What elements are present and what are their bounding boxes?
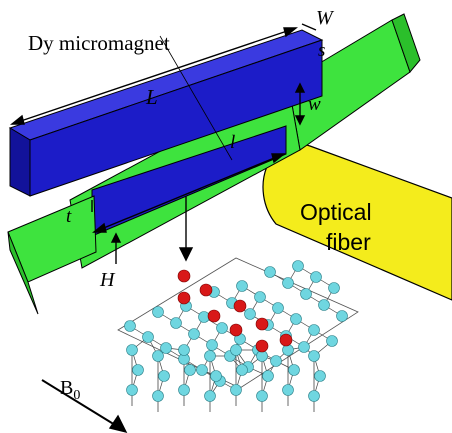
width-W-label: W xyxy=(316,7,335,29)
micromagnet-label: Dy micromagnet xyxy=(28,31,170,55)
lattice-atom-highlight xyxy=(207,309,221,323)
lattice-atom xyxy=(230,344,242,356)
lattice-atom-highlight xyxy=(255,339,269,353)
lattice-atom xyxy=(152,390,164,402)
atomic-lattice xyxy=(117,257,359,412)
lattice-atom xyxy=(310,271,322,283)
lattice-atom xyxy=(236,364,248,376)
dimension-lines xyxy=(10,23,317,433)
lattice-atom-highlight xyxy=(229,323,243,337)
lattice-atom xyxy=(230,384,242,396)
length-L-label: L xyxy=(145,85,158,109)
fiber-label-line1: Optical xyxy=(300,199,372,225)
lattice-atom xyxy=(204,390,216,402)
gap-s-label: s xyxy=(318,40,325,61)
lattice-atom xyxy=(292,260,304,272)
lattice-atom xyxy=(264,266,276,278)
lattice-atom-highlight xyxy=(233,299,247,313)
lattice-atom xyxy=(308,350,320,362)
lattice-atom xyxy=(152,306,164,318)
cantilever-left-wedge xyxy=(7,195,97,315)
lattice-atom xyxy=(126,344,138,356)
lattice-atom xyxy=(184,364,196,376)
lattice-atom xyxy=(298,341,310,353)
lattice-atom xyxy=(188,328,200,340)
lattice-atom-highlight xyxy=(177,269,191,283)
lattice-atom xyxy=(282,344,294,356)
lattice-atom xyxy=(126,384,138,396)
length-l-label: l xyxy=(230,132,235,153)
lattice-atom xyxy=(170,317,182,329)
lattice-atom xyxy=(290,313,302,325)
lattice-atom xyxy=(152,350,164,362)
lattice-atom xyxy=(206,339,218,351)
lattice-atom xyxy=(158,370,170,382)
lattice-atom xyxy=(204,350,216,362)
lattice-atom xyxy=(318,299,330,311)
lattice-atom xyxy=(178,384,190,396)
lattice-atom xyxy=(282,277,294,289)
lattice-atom xyxy=(244,308,256,320)
lattice-atom-highlight xyxy=(279,333,293,347)
lattice-atom-highlight xyxy=(255,317,269,331)
lattice-atom xyxy=(132,364,144,376)
lattice-atom xyxy=(216,322,228,334)
lattice-atom xyxy=(272,302,284,314)
field-B0-label: B0 xyxy=(60,377,80,403)
lattice-atom xyxy=(314,370,326,382)
lattice-atom xyxy=(196,364,208,376)
lattice-atom xyxy=(288,364,300,376)
lattice-atom xyxy=(178,344,190,356)
lattice-atom xyxy=(236,280,248,292)
lattice-atom xyxy=(282,384,294,396)
lattice-atom xyxy=(308,324,320,336)
lattice-atom xyxy=(326,335,338,347)
lattice-atom xyxy=(308,390,320,402)
lattice-atom xyxy=(210,370,222,382)
lattice-atom xyxy=(256,390,268,402)
height-H-label: H xyxy=(99,269,116,291)
lattice-atom xyxy=(124,320,136,332)
width-w-label: w xyxy=(308,94,321,115)
dy-micromagnet xyxy=(8,29,324,237)
lattice-atom xyxy=(270,355,282,367)
lattice-atom xyxy=(300,288,312,300)
lattice-atom-highlight xyxy=(177,291,191,305)
lattice-atom xyxy=(328,282,340,294)
lattice-atom xyxy=(160,342,172,354)
lattice-atom xyxy=(142,331,154,343)
lattice-atom xyxy=(336,310,348,322)
thickness-t-label: t xyxy=(66,206,72,227)
lattice-atom xyxy=(254,291,266,303)
lattice-atom-highlight xyxy=(199,283,213,297)
fiber-label-line2: fiber xyxy=(326,229,371,255)
lattice-atom xyxy=(262,370,274,382)
